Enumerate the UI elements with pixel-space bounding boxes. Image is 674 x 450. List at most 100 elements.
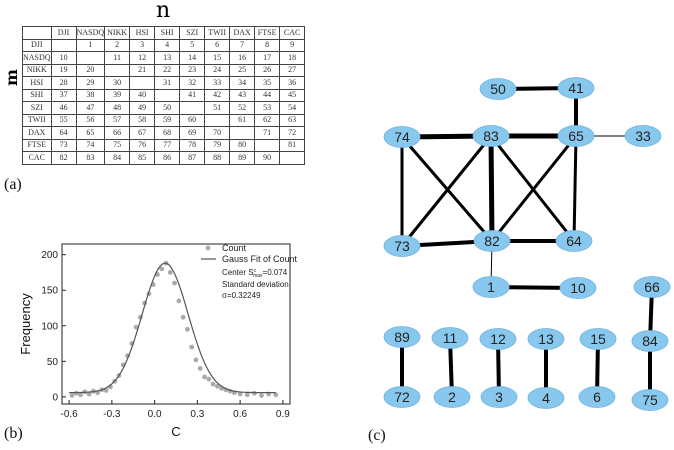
node-ellipse xyxy=(555,230,593,252)
network-node: 64 xyxy=(555,230,593,252)
node-label: 84 xyxy=(642,333,658,349)
annotation-sigma: σ=0.32249 xyxy=(222,291,261,300)
node-ellipse xyxy=(559,277,597,299)
network-node: 6 xyxy=(578,386,616,408)
network-edge xyxy=(572,134,578,243)
matrix-cell xyxy=(279,151,306,165)
data-point xyxy=(206,376,212,382)
x-tick-label: 0.6 xyxy=(233,409,247,420)
data-point xyxy=(176,298,182,304)
network-node: 2 xyxy=(433,386,471,408)
node-ellipse xyxy=(479,78,517,100)
network-node: 72 xyxy=(383,386,421,408)
node-ellipse xyxy=(527,328,565,350)
matrix-cell: 88 xyxy=(204,151,231,165)
node-ellipse xyxy=(527,387,565,409)
data-point xyxy=(133,324,139,330)
network-edge xyxy=(490,134,578,243)
x-tick-label: 0.9 xyxy=(276,409,290,420)
node-ellipse xyxy=(433,386,471,408)
node-label: 83 xyxy=(483,128,499,144)
node-ellipse xyxy=(431,327,469,349)
node-label: 50 xyxy=(490,81,506,97)
node-ellipse xyxy=(383,126,421,148)
network-node: 65 xyxy=(557,125,595,147)
panel-label-c: (c) xyxy=(368,427,386,444)
node-label: 72 xyxy=(394,389,410,405)
data-point xyxy=(193,357,199,363)
x-tick-label: -0.6 xyxy=(61,409,79,420)
panel-label-a: (a) xyxy=(4,176,22,193)
node-ellipse xyxy=(472,276,510,298)
network-node: 50 xyxy=(479,78,517,100)
data-point xyxy=(202,374,207,380)
network-node: 10 xyxy=(559,277,597,299)
network-node: 83 xyxy=(472,125,510,147)
network-node: 75 xyxy=(631,389,669,411)
data-point xyxy=(244,392,250,398)
data-point xyxy=(159,266,165,272)
node-label: 73 xyxy=(394,238,410,254)
node-ellipse xyxy=(631,330,669,352)
node-label: 10 xyxy=(570,280,586,296)
network-node: 1 xyxy=(472,276,510,298)
node-label: 2 xyxy=(448,389,456,405)
network-node: 3 xyxy=(480,386,518,408)
legend-entry-count: Count xyxy=(222,243,247,253)
y-axis-label: Frequency xyxy=(18,293,33,355)
network-node: 15 xyxy=(579,328,617,350)
data-point xyxy=(69,393,75,398)
data-point xyxy=(210,381,216,387)
node-ellipse xyxy=(472,125,510,147)
node-label: 89 xyxy=(394,329,410,345)
data-point xyxy=(259,393,264,398)
network-node: 66 xyxy=(633,276,671,298)
data-point xyxy=(78,392,83,398)
data-point xyxy=(172,280,177,286)
data-point xyxy=(189,344,195,350)
legend-entry-fit: Gauss Fit of Count xyxy=(222,254,298,264)
node-label: 75 xyxy=(642,392,658,408)
node-ellipse xyxy=(480,386,518,408)
data-point xyxy=(180,314,186,320)
data-point xyxy=(103,388,109,393)
legend-marker-count xyxy=(205,245,211,251)
data-point xyxy=(237,391,243,397)
node-ellipse xyxy=(383,326,421,348)
node-ellipse xyxy=(578,386,616,408)
y-tick-label: 200 xyxy=(41,250,58,261)
network-node: 89 xyxy=(383,326,421,348)
matrix-cell: 64 xyxy=(50,126,77,140)
node-label: 1 xyxy=(487,279,495,295)
panel-label-b: (b) xyxy=(4,425,23,442)
node-label: 74 xyxy=(394,129,410,145)
node-label: 12 xyxy=(490,331,506,347)
node-label: 4 xyxy=(542,390,550,406)
network-node: 82 xyxy=(473,230,511,252)
node-label: 15 xyxy=(590,331,606,347)
x-tick-label: -0.3 xyxy=(103,409,121,420)
node-label: 82 xyxy=(484,233,500,249)
network-node: 4 xyxy=(527,387,565,409)
network-node: 11 xyxy=(431,327,469,349)
network-edge xyxy=(488,133,495,244)
node-ellipse xyxy=(473,230,511,252)
network-edges xyxy=(399,86,654,402)
network-node: 84 xyxy=(631,330,669,352)
network-node: 74 xyxy=(383,126,421,148)
data-point xyxy=(197,366,203,371)
node-label: 65 xyxy=(568,128,584,144)
node-label: 3 xyxy=(495,389,503,405)
data-point xyxy=(273,392,279,398)
node-label: 11 xyxy=(443,330,458,346)
data-point xyxy=(167,270,173,275)
